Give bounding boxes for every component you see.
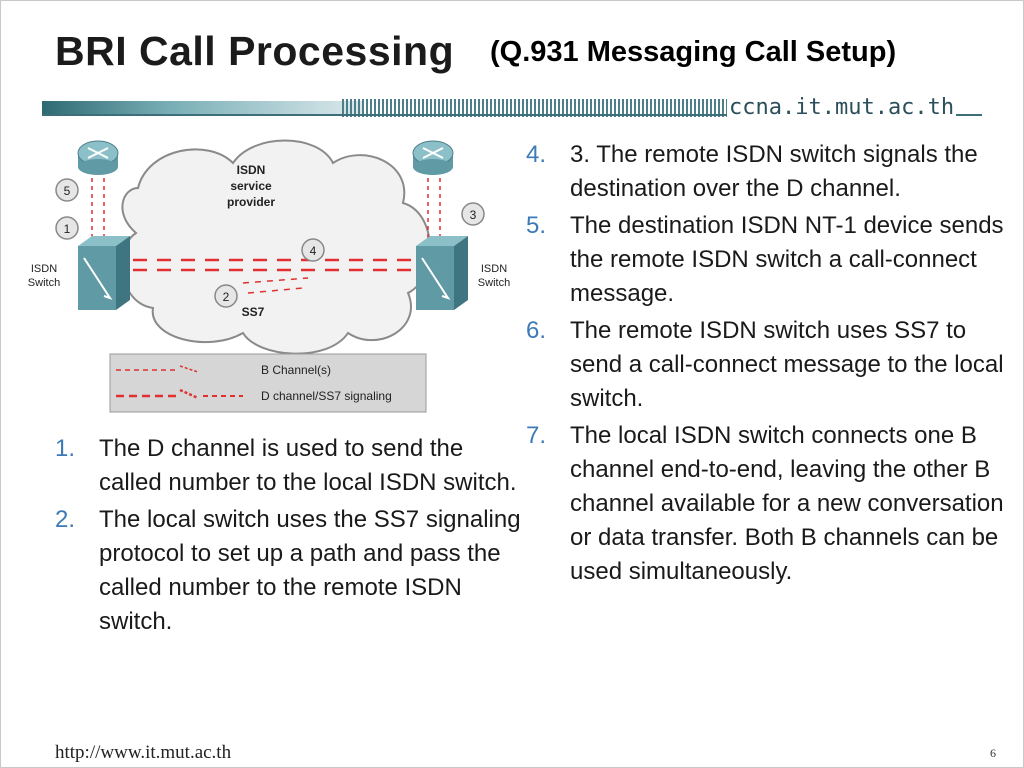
step-item-1: 1. The D channel is used to send the cal… (55, 432, 525, 500)
step-text: The D channel is used to send the called… (99, 435, 517, 496)
slide-subtitle: (Q.931 Messaging Call Setup) (490, 36, 897, 68)
isdn-call-diagram: ISDN service provider SS7 ISDN Swit (28, 139, 510, 413)
step-number: 1. (55, 435, 76, 462)
step-text: The local ISDN switch connects one B cha… (570, 422, 1004, 585)
step-number: 2. (55, 506, 76, 533)
brand-url: ccna.it.mut.ac.th (727, 95, 957, 120)
brand-bar (42, 99, 982, 117)
step-item-5: 5. The destination ISDN NT-1 device send… (526, 209, 1006, 311)
svg-text:5: 5 (64, 184, 71, 198)
step-marker-2: 2 (214, 284, 238, 308)
diagram-legend: B Channel(s) D channel/SS7 signaling (109, 353, 427, 413)
right-router-icon (412, 140, 454, 175)
svg-text:3: 3 (470, 208, 477, 222)
step-number: 7. (526, 422, 547, 449)
step-text: The local switch uses the SS7 signaling … (99, 506, 521, 635)
step-number: 6. (526, 317, 547, 344)
step-text: The remote ISDN switch uses SS7 to send … (570, 317, 1004, 412)
step-marker-5: 5 (55, 178, 79, 202)
left-vertical-signals (91, 178, 105, 238)
step-text: The destination ISDN NT-1 device sends t… (570, 212, 1004, 307)
step-item-6: 6. The remote ISDN switch uses SS7 to se… (526, 314, 1006, 416)
svg-text:4: 4 (310, 244, 317, 258)
step-item-2: 2. The local switch uses the SS7 signali… (55, 503, 525, 639)
steps-right-list: 4. 3. The remote ISDN switch signals the… (526, 138, 1006, 592)
page-number: 6 (990, 746, 996, 760)
right-switch-label-2: Switch (478, 277, 510, 289)
steps-left-list: 1. The D channel is used to send the cal… (55, 432, 525, 642)
ss7-label: SS7 (242, 305, 265, 319)
left-switch-label-2: Switch (28, 277, 60, 289)
step-marker-3: 3 (461, 202, 485, 226)
footer-url[interactable]: http://www.it.mut.ac.th (55, 742, 232, 763)
legend-d-channel: D channel/SS7 signaling (261, 389, 392, 403)
left-router-icon (77, 140, 119, 175)
isdn-cloud (121, 139, 431, 355)
right-isdn-switch-icon (416, 236, 468, 310)
step-number: 5. (526, 212, 547, 239)
svg-text:1: 1 (64, 222, 71, 236)
cloud-label-line-1: ISDN (237, 163, 266, 177)
left-isdn-switch-icon (78, 236, 130, 310)
right-switch-label-1: ISDN (481, 263, 507, 275)
cloud-label-line-3: provider (227, 195, 275, 209)
right-vertical-signals (427, 178, 441, 238)
step-text: 3. The remote ISDN switch signals the de… (570, 141, 978, 202)
svg-text:2: 2 (223, 290, 230, 304)
legend-b-channel: B Channel(s) (261, 363, 331, 377)
step-marker-1: 1 (55, 216, 79, 240)
step-item-7: 7. The local ISDN switch connects one B … (526, 419, 1006, 589)
ss7-signal-lines (242, 277, 309, 294)
slide-title: BRI Call Processing (55, 28, 455, 74)
left-switch-label-1: ISDN (31, 263, 57, 275)
cloud-label-line-2: service (230, 179, 272, 193)
step-item-4: 4. 3. The remote ISDN switch signals the… (526, 138, 1006, 206)
step-marker-4: 4 (301, 238, 325, 262)
step-number: 4. (526, 141, 547, 168)
